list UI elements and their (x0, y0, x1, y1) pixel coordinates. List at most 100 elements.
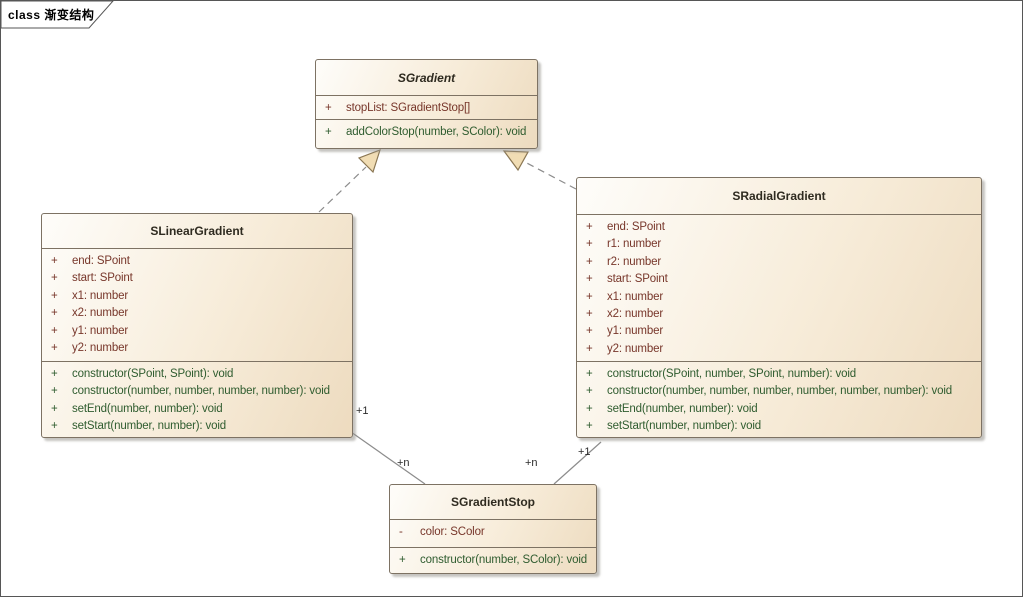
visibility-marker: - (399, 526, 403, 538)
attribute-signature: y1: number (72, 324, 129, 337)
method-row[interactable]: + constructor(number, number, number, num… (577, 383, 981, 400)
method-signature: setEnd(number, number): void (607, 402, 758, 415)
attribute-row[interactable]: +y1: number (577, 323, 981, 340)
method-signature: setStart(number, number): void (72, 420, 227, 433)
attribute-row[interactable]: + r2: number (577, 254, 981, 271)
realization-connector-linear[interactable] (318, 166, 367, 213)
class-title-slineargradient: SLinearGradient (42, 214, 352, 249)
frame-tab-shape (1, 1, 114, 29)
multiplicity-linear-target: +n (397, 457, 410, 469)
visibility-marker: + (586, 368, 593, 380)
method-row[interactable]: + constructor(number, number, number, num… (42, 383, 352, 400)
methods-compartment-sgradientstop: + constructor(number, SColor): void (390, 548, 596, 573)
class-box-sgradient[interactable]: SGradient +stopList: SGradientStop[] +ad… (315, 59, 538, 149)
attribute-signature: x1: number (72, 289, 129, 302)
method-signature: constructor(number, SColor): void (420, 554, 587, 566)
visibility-marker: + (51, 368, 58, 380)
attribute-row[interactable]: + start: SPoint (42, 270, 352, 287)
visibility-marker: + (51, 272, 58, 285)
visibility-marker: + (399, 554, 406, 566)
methods-compartment-sgradient: + addColorStop(number, SColor): void (316, 120, 537, 148)
attribute-signature: color: SColor (420, 526, 485, 538)
attribute-row[interactable]: + y2: number (42, 340, 352, 357)
attribute-row[interactable]: + y2: number (577, 341, 981, 358)
association-connector-linear-stop[interactable] (350, 431, 426, 485)
visibility-marker: + (51, 324, 58, 337)
attribute-row[interactable]: + y1: number (42, 323, 352, 340)
method-row[interactable]: + setEnd(number, number): void (42, 401, 352, 418)
attributes-compartment-sradialgradient: +end: SPoint+r1: number+r2: number+start… (577, 215, 981, 362)
visibility-marker: + (586, 255, 593, 268)
attribute-signature: x1: number (607, 290, 664, 303)
attribute-row[interactable]: + end: SPoint (577, 219, 981, 236)
visibility-marker: + (51, 385, 58, 398)
visibility-marker: + (586, 420, 593, 433)
attributes-compartment-sgradientstop: - color: SColor (390, 520, 596, 548)
visibility-marker: + (586, 342, 593, 355)
attribute-signature: stopList: SGradientStop[] (346, 102, 471, 114)
multiplicity-radial-source: +1 (578, 446, 591, 458)
attribute-row[interactable]: + x2: number (42, 305, 352, 322)
visibility-marker: + (325, 126, 332, 138)
attributes-compartment-slineargradient: + end: SPoint + start: SPoint + x1: number + x2… (42, 249, 352, 362)
visibility-marker: + (51, 342, 58, 355)
class-box-sradialgradient[interactable]: SRadialGradient +end: SPoint+r1: number+… (576, 177, 982, 438)
visibility-marker: + (51, 289, 58, 302)
attribute-signature: start: SPoint (72, 272, 133, 285)
multiplicity-linear-source: +1 (356, 405, 369, 417)
attribute-row[interactable]: +stopList: SGradientStop[] (316, 100, 537, 117)
attribute-signature: r2: number (607, 255, 662, 268)
method-signature: constructor(number, number, number, numb… (607, 385, 953, 398)
visibility-marker: + (51, 255, 58, 267)
attribute-row[interactable]: + x1: number (577, 289, 981, 306)
attribute-signature: y2: number (607, 342, 664, 355)
class-box-slineargradient[interactable]: SLinearGradient + end: SPoint + start: SPoi… (41, 213, 353, 438)
method-row[interactable]: + setStart(number, number): void (577, 418, 981, 435)
realization-connector-radial[interactable] (522, 160, 577, 190)
method-signature: constructor(SPoint, number, SPoint, numb… (607, 368, 856, 380)
attribute-row[interactable]: + r1: number (577, 236, 981, 253)
visibility-marker: + (586, 385, 593, 398)
method-signature: addColorStop(number, SColor): void (346, 126, 527, 138)
methods-compartment-sradialgradient: + constructor(SPoint, number, SPoint, num… (577, 362, 981, 437)
visibility-marker: + (51, 402, 58, 415)
attribute-signature: end: SPoint (607, 221, 665, 233)
attribute-signature: y2: number (72, 342, 129, 355)
class-title-sgradientstop: SGradientStop (390, 485, 596, 520)
attribute-row[interactable]: - color: SColor (390, 524, 596, 541)
realization-arrowhead-radial (502, 150, 529, 172)
method-row[interactable]: + addColorStop(number, SColor): void (316, 124, 537, 141)
class-title-sradialgradient: SRadialGradient (577, 178, 981, 215)
visibility-marker: + (51, 307, 58, 320)
visibility-marker: + (586, 238, 593, 251)
multiplicity-radial-target: +n (525, 457, 538, 469)
method-signature: constructor(SPoint, SPoint): void (72, 368, 234, 380)
attribute-row[interactable]: + x1: number (42, 288, 352, 305)
attribute-signature: r1: number (607, 238, 662, 251)
attribute-signature: x2: number (607, 308, 664, 321)
visibility-marker: + (586, 221, 593, 233)
visibility-marker: + (586, 308, 593, 321)
method-row[interactable]: + constructor(SPoint, number, SPoint, num… (577, 366, 981, 383)
class-box-sgradientstop[interactable]: SGradientStop - color: SColor + constructo… (389, 484, 597, 574)
method-signature: setEnd(number, number): void (72, 402, 223, 415)
method-row[interactable]: +setEnd(number, number): void (577, 401, 981, 418)
visibility-marker: + (586, 290, 593, 303)
method-signature: setStart(number, number): void (607, 420, 762, 433)
visibility-marker: + (51, 420, 58, 433)
attributes-compartment-sgradient: +stopList: SGradientStop[] (316, 96, 537, 120)
attribute-signature: start: SPoint (607, 273, 668, 286)
method-signature: constructor(number, number, number, numb… (72, 385, 330, 398)
method-row[interactable]: + constructor(SPoint, SPoint): void (42, 366, 352, 383)
frame-tab: class 渐变结构 (8, 8, 95, 22)
attribute-signature: end: SPoint (72, 255, 130, 267)
method-row[interactable]: + constructor(number, SColor): void (390, 552, 596, 569)
attribute-row[interactable]: + end: SPoint (42, 253, 352, 270)
method-row[interactable]: + setStart(number, number): void (42, 418, 352, 435)
association-connector-radial-stop[interactable] (553, 441, 602, 485)
attribute-signature: x2: number (72, 307, 129, 320)
attribute-row[interactable]: + x2: number (577, 306, 981, 323)
attribute-row[interactable]: +start: SPoint (577, 271, 981, 288)
